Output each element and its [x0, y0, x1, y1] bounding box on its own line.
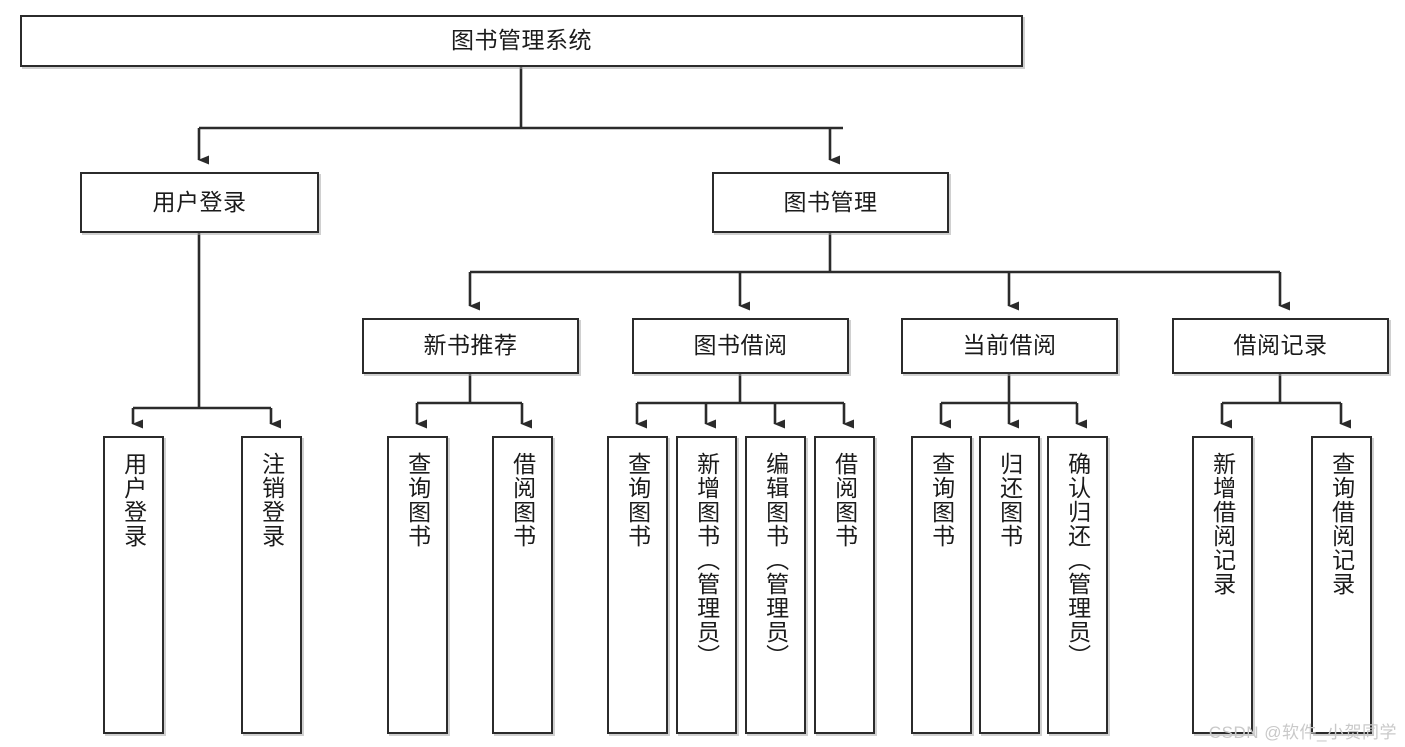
leaf-borrow-record-1[interactable]: 新增借阅记录	[1192, 436, 1253, 734]
leaf-new-book-1[interactable]: 查询图书	[387, 436, 448, 734]
leaf-current-borrow-1-label: 查询图书	[928, 452, 955, 548]
leaf-user-login-2-label: 注销登录	[258, 452, 285, 548]
leaf-borrow-record-1-label: 新增借阅记录	[1209, 452, 1236, 596]
leaf-new-book-2-label: 借阅图书	[509, 452, 536, 548]
node-new-book[interactable]: 新书推荐	[362, 318, 579, 374]
leaf-current-borrow-2[interactable]: 归还图书	[979, 436, 1040, 734]
leaf-book-borrow-3-label: 编辑图书（管理员）	[762, 452, 789, 668]
node-book-manage-label: 图书管理	[783, 188, 878, 215]
node-book-borrow-label: 图书借阅	[693, 332, 788, 359]
node-book-borrow[interactable]: 图书借阅	[632, 318, 849, 374]
leaf-borrow-record-2[interactable]: 查询借阅记录	[1311, 436, 1372, 734]
leaf-new-book-2[interactable]: 借阅图书	[492, 436, 553, 734]
leaf-current-borrow-2-label: 归还图书	[996, 452, 1023, 548]
leaf-book-borrow-4-label: 借阅图书	[831, 452, 858, 548]
node-borrow-record[interactable]: 借阅记录	[1172, 318, 1389, 374]
leaf-book-borrow-2[interactable]: 新增图书（管理员）	[676, 436, 737, 734]
leaf-current-borrow-3-label: 确认归还（管理员）	[1064, 452, 1091, 668]
node-borrow-record-label: 借阅记录	[1233, 332, 1328, 359]
node-user-login[interactable]: 用户登录	[80, 172, 319, 233]
node-user-login-label: 用户登录	[152, 188, 247, 215]
node-current-borrow[interactable]: 当前借阅	[901, 318, 1118, 374]
leaf-book-borrow-2-label: 新增图书（管理员）	[693, 452, 720, 668]
node-root[interactable]: 图书管理系统	[20, 15, 1023, 67]
leaf-current-borrow-3[interactable]: 确认归还（管理员）	[1047, 436, 1108, 734]
leaf-user-login-1[interactable]: 用户登录	[103, 436, 164, 734]
leaf-current-borrow-1[interactable]: 查询图书	[911, 436, 972, 734]
leaf-new-book-1-label: 查询图书	[404, 452, 431, 548]
leaf-book-borrow-3[interactable]: 编辑图书（管理员）	[745, 436, 806, 734]
leaf-user-login-2[interactable]: 注销登录	[241, 436, 302, 734]
node-book-manage[interactable]: 图书管理	[712, 172, 949, 233]
leaf-borrow-record-2-label: 查询借阅记录	[1328, 452, 1355, 596]
leaf-book-borrow-1-label: 查询图书	[624, 452, 651, 548]
node-root-label: 图书管理系统	[451, 27, 592, 54]
node-current-borrow-label: 当前借阅	[962, 332, 1057, 359]
leaf-user-login-1-label: 用户登录	[120, 452, 147, 548]
node-new-book-label: 新书推荐	[423, 332, 518, 359]
leaf-book-borrow-1[interactable]: 查询图书	[607, 436, 668, 734]
leaf-book-borrow-4[interactable]: 借阅图书	[814, 436, 875, 734]
